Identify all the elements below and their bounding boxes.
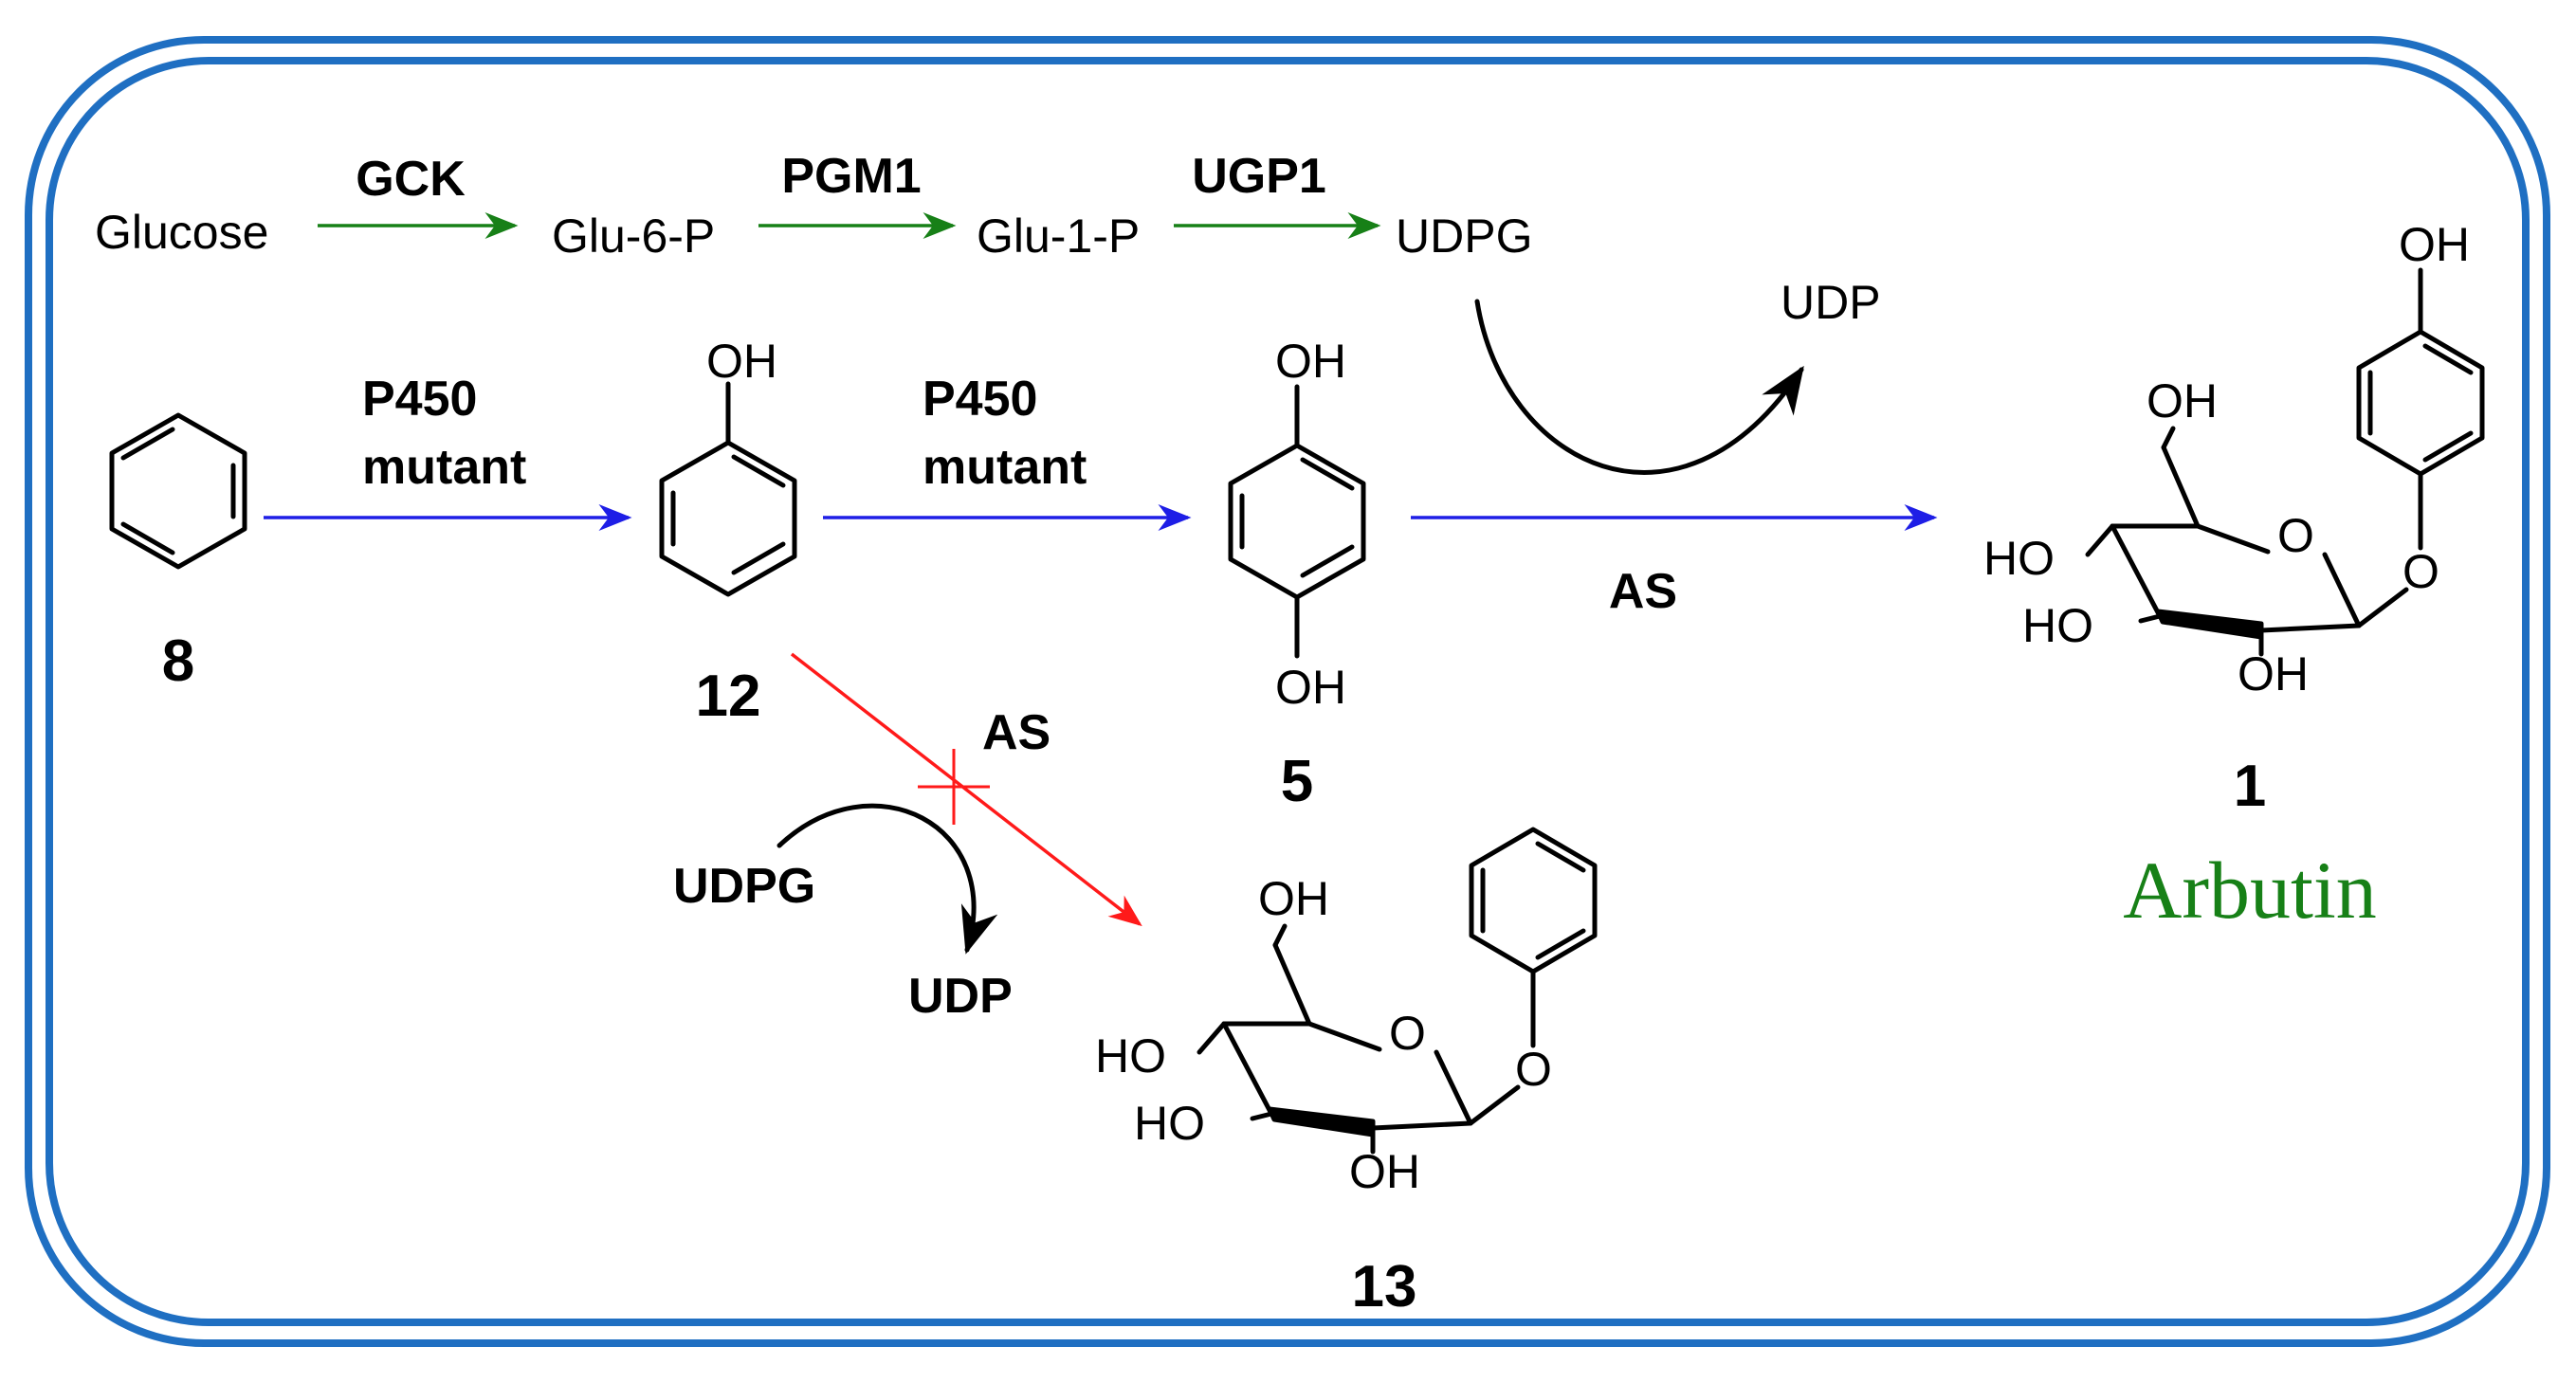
c13-wedge-bond: [1267, 1106, 1376, 1137]
hydroquinone-bottom-oh: OH: [1275, 661, 1346, 714]
pgm1-enzyme-label: PGM1: [781, 149, 921, 204]
arbutin-name-label: Arbutin: [2123, 845, 2377, 936]
arbutin-ether-o: O: [2402, 545, 2439, 598]
c13-ch2oh: OH: [1258, 872, 1329, 925]
c13-ho-c4: HO: [1095, 1029, 1166, 1083]
udpg-label: UDPG: [1396, 209, 1532, 263]
c13-ether-o: O: [1515, 1043, 1552, 1096]
phenol-12-structure: [659, 381, 797, 597]
compound-1-number: 1: [2234, 754, 2266, 819]
arbutin-oh-c2: OH: [2238, 647, 2309, 701]
c13-ho-c3: HO: [1134, 1097, 1205, 1150]
benzene-8-structure: [109, 412, 247, 570]
udpg-to-udp-curved-arrow: [1474, 299, 1804, 475]
mutant-label-2: mutant: [923, 440, 1087, 495]
arbutin-ch2oh: OH: [2147, 374, 2218, 428]
compound-13-number: 13: [1352, 1254, 1417, 1319]
c13-ring-o: O: [1389, 1007, 1426, 1060]
side-udpg-udp-curved-arrow: [776, 803, 998, 955]
arbutin-ho-c3: HO: [2022, 599, 2093, 652]
arbutin-ring-o: O: [2277, 509, 2314, 562]
frame: [25, 36, 2550, 1347]
gck-enzyme-label: GCK: [356, 152, 466, 207]
hydroquinone-top-oh: OH: [1275, 335, 1346, 388]
compound-12-number: 12: [696, 664, 761, 729]
red-side-arrow: [790, 652, 1142, 927]
phenol-oh-label: OH: [706, 335, 777, 388]
as-enzyme-label-side: AS: [982, 705, 1050, 760]
glucose-label: Glucose: [95, 206, 268, 259]
compound-5-number: 5: [1281, 749, 1313, 814]
as-enzyme-label-main: AS: [1609, 564, 1677, 619]
p450-label-2: P450: [923, 372, 1037, 427]
arbutin-1-structure: OH O O OH HO HO OH: [1983, 218, 2485, 701]
p450-label-1: P450: [362, 372, 477, 427]
compound-13-structure: O O OH HO HO OH: [1095, 827, 1598, 1198]
glu1p-label: Glu-1-P: [977, 209, 1140, 263]
side-udpg-label: UDPG: [673, 859, 815, 914]
arbutin-ho-c4: HO: [1983, 532, 2055, 585]
udpg-pathway: Glucose GCK Glu-6-P PGM1 Glu-1-P UGP1 UD…: [95, 149, 1881, 475]
compound-8-number: 8: [162, 628, 194, 694]
arbutin-phenol-oh: OH: [2399, 218, 2470, 271]
hydroquinone-5-structure: [1228, 384, 1366, 659]
side-udp-label: UDP: [908, 969, 1013, 1024]
blocked-glycosylation: AS UDPG UDP: [673, 652, 1142, 1024]
udp-label: UDP: [1781, 276, 1881, 329]
mutant-label-1: mutant: [362, 440, 526, 495]
ugp1-enzyme-label: UGP1: [1192, 149, 1326, 204]
glu6p-label: Glu-6-P: [552, 209, 715, 263]
c13-oh-c2: OH: [1349, 1145, 1420, 1198]
arbutin-wedge-bond: [2155, 609, 2264, 640]
